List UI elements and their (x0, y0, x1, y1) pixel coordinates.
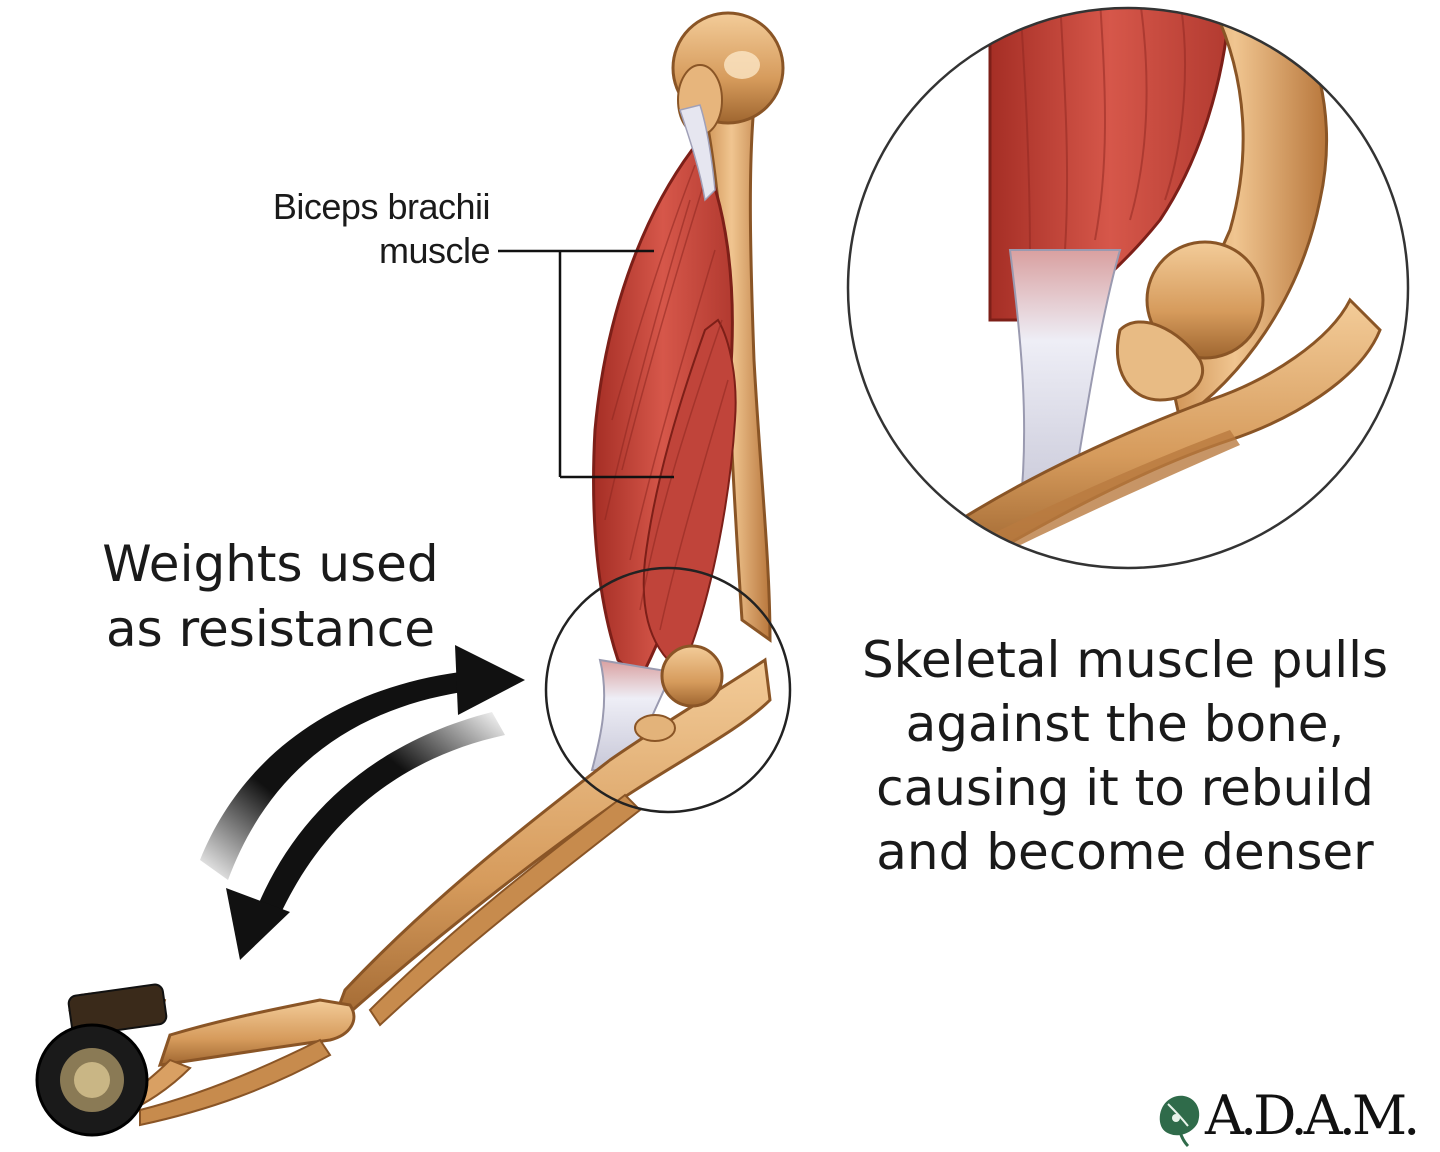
magnifier-circle-small (544, 566, 792, 814)
biceps-label-line-1: Biceps brachii (272, 186, 491, 227)
biceps-label: Biceps brachii muscle (200, 185, 491, 273)
adam-logo: A.D.A.M. (1155, 1083, 1420, 1147)
zoom-inset (846, 6, 1410, 570)
biceps-muscle (590, 104, 737, 771)
weights-label-line-2: as resistance (106, 600, 435, 658)
skeletal-caption-line-1: Skeletal muscle pulls (861, 631, 1389, 689)
humerus-bone (671, 11, 785, 643)
biceps-label-line-2: muscle (378, 230, 491, 271)
motion-arrows (200, 645, 525, 960)
skeletal-caption-line-3: causing it to rebuild (876, 759, 1374, 817)
weight-dumbbell (35, 983, 168, 1137)
skeletal-muscle-caption: Skeletal muscle pulls against the bone, … (820, 628, 1430, 884)
biceps-leader-line (498, 249, 674, 479)
weights-label-line-1: Weights used (102, 535, 439, 593)
skeletal-caption-line-4: and become denser (876, 823, 1374, 881)
forearm-bones (328, 644, 772, 1032)
skeletal-caption-line-2: against the bone, (905, 695, 1345, 753)
logo-text: A.D.A.M. (1205, 1083, 1420, 1147)
leaf-icon (1159, 1095, 1200, 1148)
weights-label: Weights used as resistance (98, 532, 443, 662)
